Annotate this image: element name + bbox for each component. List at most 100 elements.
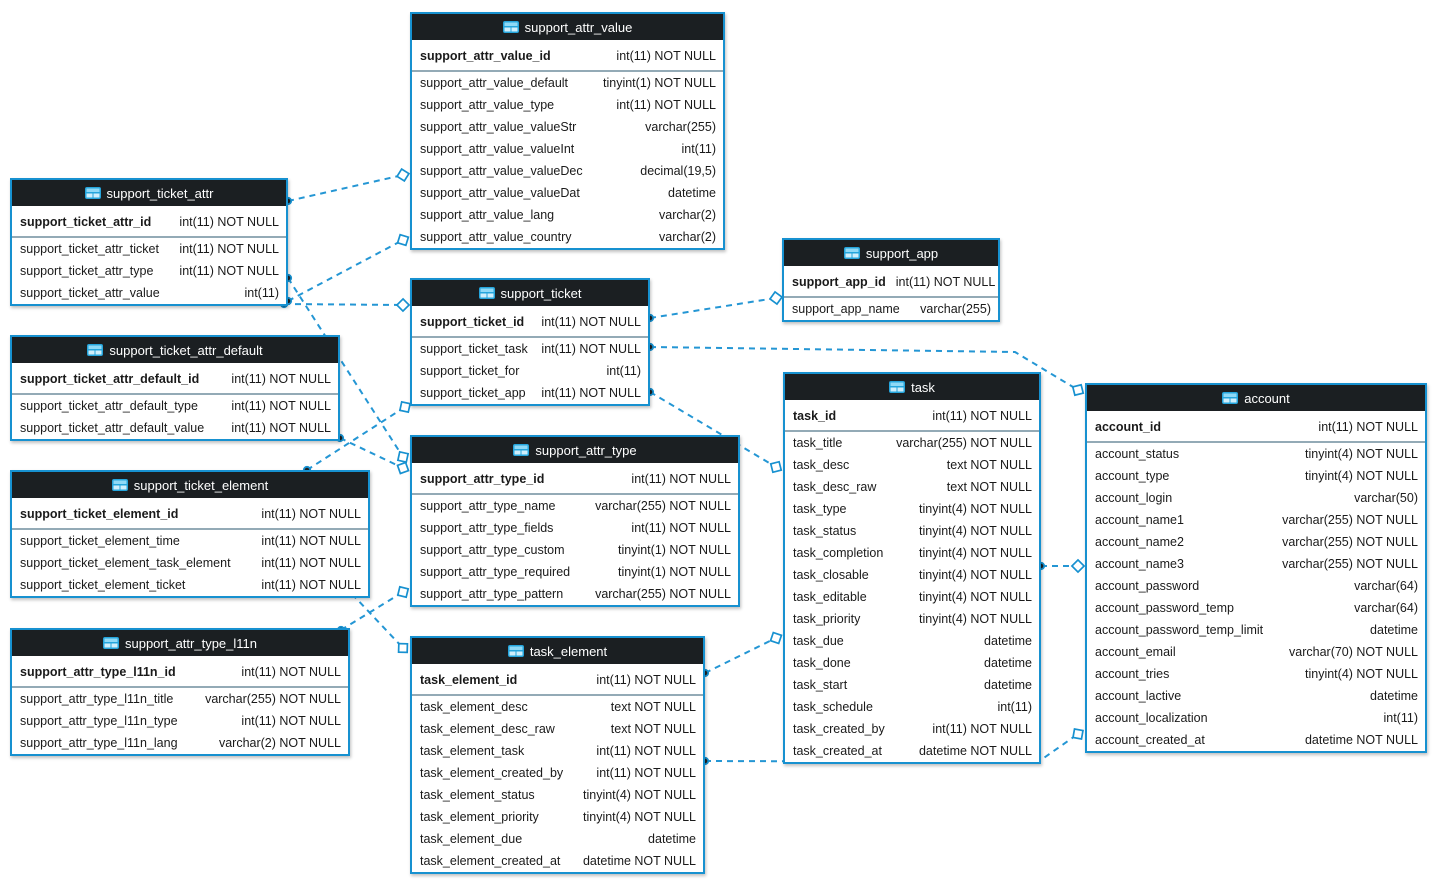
field-name: support_attr_type_id	[420, 472, 545, 486]
relationship-line-support_ticket_attr-support_attr_value[interactable]	[287, 174, 404, 202]
field-name: support_attr_value_lang	[420, 208, 555, 222]
table-name: support_attr_type	[535, 442, 637, 458]
field-type: tinyint(4) NOT NULL	[583, 788, 696, 802]
relationship-line-support_ticket_attr_default-support_attr_type[interactable]	[339, 437, 404, 469]
field-name: support_attr_type_fields	[420, 521, 554, 535]
field-name: account_password_temp	[1095, 601, 1234, 615]
relationship-diamond-end	[769, 460, 783, 474]
relationship-line-support_ticket_attr-support_ticket[interactable]	[283, 303, 404, 306]
table-title-bar[interactable]: task	[785, 374, 1039, 402]
table-title-bar[interactable]: support_attr_value	[412, 14, 723, 42]
field-type: tinyint(1) NOT NULL	[618, 565, 731, 579]
relationship-line-support_attr_type_l11n-support_attr_type[interactable]	[340, 591, 404, 631]
table-title-bar[interactable]: task_element	[412, 638, 703, 666]
field-name: support_attr_type_pattern	[420, 587, 564, 601]
table-title-bar[interactable]: support_ticket_element	[12, 472, 368, 500]
field-type: int(11) NOT NULL	[596, 744, 696, 758]
table-title-bar[interactable]: support_ticket_attr	[12, 180, 286, 208]
field-name: task_desc	[793, 458, 850, 472]
table-title-bar[interactable]: support_ticket	[412, 280, 648, 308]
table-title-bar[interactable]: account	[1087, 385, 1425, 413]
relationship-line-support_ticket-task[interactable]	[649, 391, 777, 468]
columns-section: support_ticket_element_time int(11) NOT N…	[12, 530, 368, 596]
table-grid-icon	[1222, 392, 1239, 404]
table-name: support_ticket_attr_default	[109, 342, 263, 358]
field-name: account_status	[1095, 447, 1180, 461]
relationship-line-support_ticket-account[interactable]	[649, 346, 1079, 391]
field-type: int(11)	[997, 700, 1032, 714]
field-name: task_completion	[793, 546, 884, 560]
field-name: support_attr_type_name	[420, 499, 556, 513]
field-name: support_ticket_element_time	[20, 534, 180, 548]
field-type: varchar(64)	[1354, 579, 1418, 593]
table-title-bar[interactable]: support_app	[784, 240, 998, 268]
field-type: tinyint(4) NOT NULL	[919, 568, 1032, 582]
field-type: varchar(255) NOT NULL	[1282, 535, 1418, 549]
field-name: support_attr_value_valueDat	[420, 186, 580, 200]
table-title-bar[interactable]: support_ticket_attr_default	[12, 337, 338, 365]
relationship-line-support_ticket_attr-support_attr_type[interactable]	[287, 277, 404, 458]
field-name: support_ticket_attr_type	[20, 264, 154, 278]
field-type: varchar(255) NOT NULL	[205, 692, 341, 706]
relationship-line-support_ticket-support_app[interactable]	[649, 297, 777, 319]
table-task_element[interactable]: task_element task_element_id int(11) NOT N…	[410, 636, 705, 874]
table-support_ticket_attr_default[interactable]: support_ticket_attr_default support_ticke…	[10, 335, 340, 441]
field-name: support_ticket_attr_value	[20, 286, 160, 300]
field-name: task_schedule	[793, 700, 873, 714]
field-name: support_attr_value_valueStr	[420, 120, 577, 134]
field-name: task_element_id	[420, 673, 518, 687]
table-support_ticket_element[interactable]: support_ticket_element support_ticket_ele…	[10, 470, 370, 598]
field-name: account_created_at	[1095, 733, 1205, 747]
table-name: account	[1244, 390, 1290, 406]
field-type: datetime	[668, 186, 716, 200]
field-type: text NOT NULL	[610, 700, 696, 714]
relationship-diamond-end	[769, 631, 783, 645]
field-type: datetime NOT NULL	[918, 744, 1032, 758]
field-name: support_ticket_attr_default_id	[20, 372, 200, 386]
field-name: support_attr_value_country	[420, 230, 572, 244]
relationship-line-task_element-task[interactable]	[704, 637, 777, 674]
table-title-bar[interactable]: support_attr_type_l11n	[12, 630, 348, 658]
relationship-line-support_ticket_attr-support_attr_value[interactable]	[287, 239, 404, 302]
table-title-bar[interactable]: support_attr_type	[412, 437, 738, 465]
field-type: text NOT NULL	[946, 458, 1032, 472]
field-type: tinyint(4) NOT NULL	[919, 502, 1032, 516]
field-type: int(11) NOT NULL	[261, 556, 361, 570]
field-name: account_id	[1095, 420, 1161, 434]
relationship-line-support_ticket_element-support_ticket[interactable]	[306, 406, 406, 471]
field-type: tinyint(4) NOT NULL	[1305, 469, 1418, 483]
field-type: int(11) NOT NULL	[541, 342, 641, 356]
relationship-line-support_ticket_element-task_element[interactable]	[351, 593, 404, 649]
field-name: support_ticket_app	[420, 386, 526, 400]
